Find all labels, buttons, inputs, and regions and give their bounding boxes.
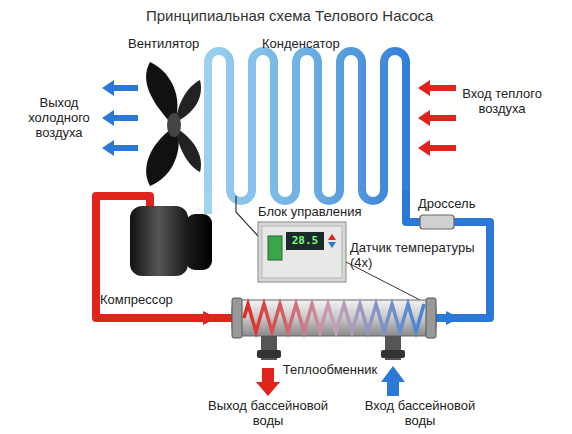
water-in-arrow — [381, 366, 405, 396]
water-label: Выход бассейновой воды — [196, 398, 340, 428]
hot-pipe — [96, 196, 232, 318]
coil-tube — [208, 51, 406, 214]
part-name: Теплообменник — [276, 362, 384, 377]
warm-air-arrows — [418, 80, 456, 156]
heat-exchanger — [232, 298, 436, 360]
part-name: Дроссель — [418, 196, 475, 211]
part-name: Блок управления — [258, 204, 362, 219]
air-label: Вход теплого воздуха — [460, 86, 544, 116]
part-name: Датчик температуры (4x) — [350, 240, 482, 270]
diagram-title: Принципиальная схема Телового Насоса — [146, 7, 433, 25]
exchanger-coil — [244, 304, 424, 332]
display-value: 28.5 — [286, 233, 324, 248]
water-label: Вход бассейновой воды — [352, 398, 488, 428]
condenser-coil — [208, 51, 406, 214]
cold-air-arrows — [102, 80, 138, 156]
air-label: Выход холодного воздуха — [20, 95, 98, 140]
part-name: Компрессор — [100, 292, 173, 307]
fan — [146, 62, 201, 186]
throttle — [420, 215, 454, 229]
water-out-arrow — [256, 368, 280, 396]
flow-arrow — [203, 311, 217, 325]
flow-arrow — [446, 311, 460, 325]
part-name: Конденсатор — [262, 36, 340, 51]
part-name: Вентилятор — [128, 36, 199, 51]
compressor — [130, 190, 212, 276]
